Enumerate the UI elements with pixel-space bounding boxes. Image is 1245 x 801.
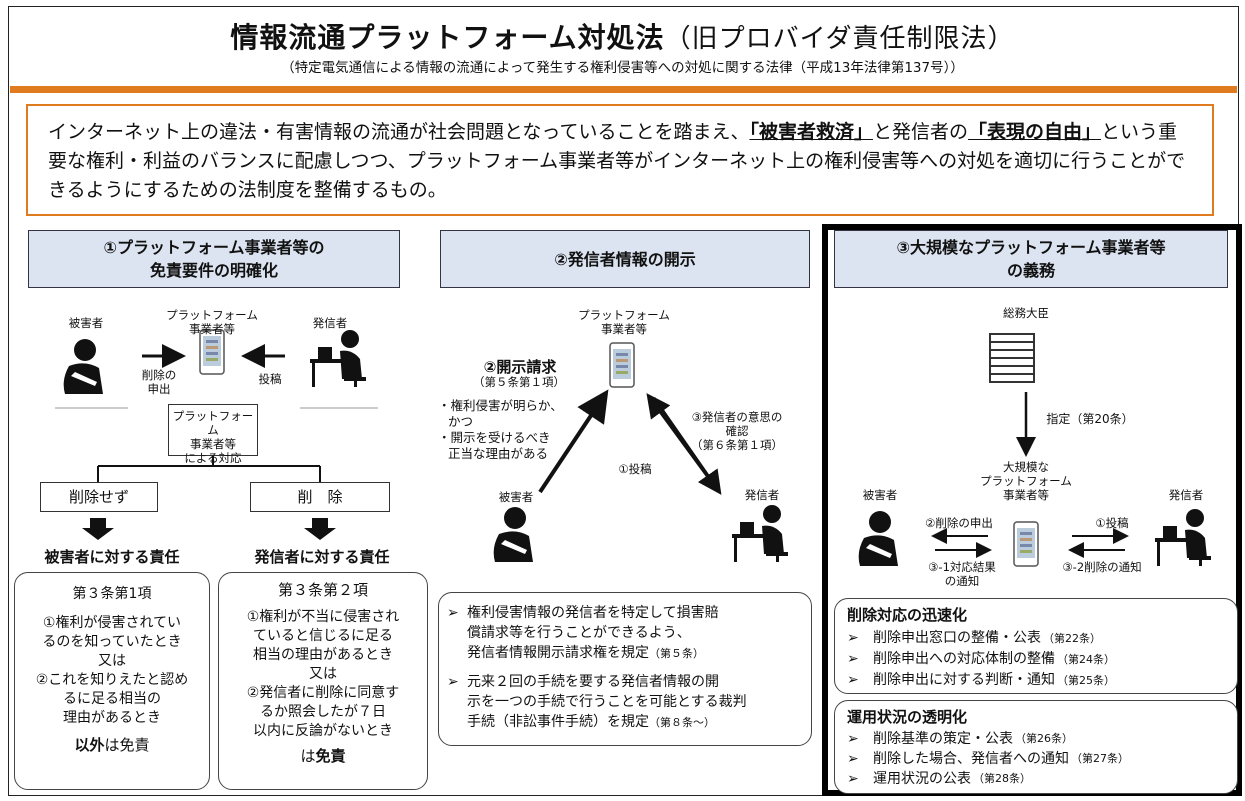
disclosure-request: ②開示請求 <box>483 358 557 376</box>
art31-line: るに足る相当の <box>63 691 161 707</box>
liability-sender: 発信者に対する責任 <box>254 548 390 566</box>
victim-figure-1 <box>63 339 104 394</box>
platform-label-2: プラットフォーム事業者等 <box>578 308 670 336</box>
building-icon <box>989 333 1035 383</box>
intro-text-1: インターネット上の違法・有害情報の流通が社会問題となっていることを踏まえ、 <box>48 121 750 143</box>
intro-victim-relief: 「被害者救済」 <box>749 121 873 143</box>
victim-label-1: 被害者 <box>68 316 104 330</box>
art32-line: 相当の理由があるとき <box>253 647 393 663</box>
art32-line: 以内に反論がないとき <box>253 723 393 739</box>
bullet-item: ➢元来２回の手続を要する発信者情報の開示を一つの手続で行うことを可能とする裁判手… <box>447 674 747 730</box>
art32-line: 又は <box>309 666 337 682</box>
art31-line: ①権利が侵害されてい <box>42 615 182 631</box>
page-subtitle: （特定電気通信による情報の流通によって発生する権利侵害等への対処に関する法律（平… <box>281 60 964 76</box>
speed-item: ➢削除申出に対する判断・通知（第25条） <box>847 672 1115 688</box>
section1-heading-line2: 免責要件の明確化 <box>149 261 278 280</box>
intro-freedom-expression: 「表現の自由」 <box>968 121 1102 143</box>
disclosure-ref: （第５条第１項） <box>473 375 565 389</box>
platform-phone-2 <box>609 342 635 388</box>
speed-up-title: 削除対応の迅速化 <box>847 606 968 624</box>
orange-rule <box>10 86 1237 93</box>
trans-item: ➢運用状況の公表（第28条） <box>847 771 1031 787</box>
sender-figure-2 <box>732 505 788 562</box>
article-3-2-title: 第３条第２項 <box>277 581 368 599</box>
disclosure-bullets: ➢権利侵害情報の発信者を特定して損害賠償請求等を行うことができるよう、発信者情報… <box>438 592 812 746</box>
sender-figure-1 <box>310 330 366 387</box>
bullet-item: ➢権利侵害情報の発信者を特定して損害賠償請求等を行うことができるよう、発信者情報… <box>447 605 719 661</box>
article-3-2-box: 第３条第２項 ①権利が不当に侵害され ていると信じるに足る 相当の理由があるとき… <box>218 572 428 790</box>
delete-request-3: ②削除の申出 <box>925 516 993 530</box>
intro-box: インターネット上の違法・有害情報の流通が社会問題となっていることを踏まえ、「被害… <box>26 104 1214 216</box>
article-3-1-box: 第３条第1項 ①権利が侵害されてい るのを知っていたとき 又は ②これを知りえた… <box>14 572 210 790</box>
art31-exemption: 以外は免責 <box>74 736 150 754</box>
section1-heading-line1: ①プラットフォーム事業者等の <box>103 238 325 257</box>
sender-label-3: 発信者 <box>1168 488 1204 502</box>
section3-heading-line2: の義務 <box>1006 261 1055 280</box>
minister-label: 総務大臣 <box>1003 306 1049 320</box>
platform-label-1: プラットフォーム事業者等 <box>166 308 258 336</box>
art31-line: 理由があるとき <box>63 710 161 726</box>
result-notice: ③-1対応結果の通知 <box>928 560 996 588</box>
victim-label-2: 被害者 <box>498 490 534 504</box>
delete-box: 削 除 <box>250 482 390 512</box>
trans-item: ➢削除した場合、発信者への通知（第27条） <box>847 751 1129 767</box>
art32-line: ていると信じるに足る <box>253 628 393 644</box>
intro-text-2: と発信者の <box>873 121 969 143</box>
art31-line: ②これを知りえたと認め <box>35 672 189 688</box>
section1-heading: ①プラットフォーム事業者等の免責要件の明確化 <box>28 230 400 288</box>
sender-label-1: 発信者 <box>312 316 348 330</box>
sender-intent-confirm: ③発信者の意思の確認（第６条第１項） <box>691 410 783 452</box>
transparency-box: 運用状況の透明化 ➢削除基準の策定・公表（第26条） ➢削除した場合、発信者への… <box>834 700 1238 794</box>
victim-figure-2 <box>493 507 533 562</box>
art32-line: るか照会したが７日 <box>260 704 386 720</box>
disclosure-conditions: ・権利侵害が明らか、かつ・開示を受けるべき正当な理由がある <box>438 398 563 461</box>
liability-victim: 被害者に対する責任 <box>44 548 180 566</box>
transparency-title: 運用状況の透明化 <box>847 708 968 726</box>
art31-line: 又は <box>98 653 126 669</box>
designation-label: 指定（第20条） <box>1046 412 1134 426</box>
article-3-1-title: 第３条第1項 <box>72 586 152 602</box>
page-title: 情報流通プラットフォーム対処法（旧プロバイダ責任制限法） <box>230 21 1015 54</box>
section3-heading-line1: ③大規模なプラットフォーム事業者等 <box>896 238 1166 257</box>
art32-exemption: は免責 <box>300 747 346 765</box>
trans-item: ➢削除基準の策定・公表（第26条） <box>847 731 1073 747</box>
platform-response-box: プラットフォーム事業者等による対応 <box>168 404 258 465</box>
post-label-1: 投稿 <box>258 372 282 386</box>
intro-text-3: という重要な権利・利益のバランスに配慮しつつ、プラットフォーム事業者等がインター… <box>48 121 1186 201</box>
section3-heading: ③大規模なプラットフォーム事業者等の義務 <box>834 230 1228 288</box>
post-label-2: ①投稿 <box>618 462 652 476</box>
speed-up-box: 削除対応の迅速化 ➢削除申出窓口の整備・公表（第22条） ➢削除申出への対応体制… <box>834 598 1238 694</box>
platform-phone-1 <box>199 329 225 375</box>
speed-item: ➢削除申出への対応体制の整備（第24条） <box>847 651 1115 667</box>
art31-line: るのを知っていたとき <box>42 634 182 650</box>
art32-line: ①権利が不当に侵害され <box>246 609 400 625</box>
art32-line: ②発信者に削除に同意す <box>246 685 400 701</box>
section2-heading: ②発信者情報の開示 <box>440 230 810 288</box>
speed-item: ➢削除申出窓口の整備・公表（第22条） <box>847 630 1101 646</box>
large-platform-label: 大規模なプラットフォーム事業者等 <box>980 460 1072 502</box>
delete-request-label: 削除の申出 <box>141 368 177 396</box>
delete-notice: ③-2削除の通知 <box>1062 560 1142 574</box>
sender-label-2: 発信者 <box>744 488 780 502</box>
page-title-old: （旧プロバイダ責任制限法） <box>664 24 1015 54</box>
victim-label-3: 被害者 <box>862 488 898 502</box>
post-label-3: ①投稿 <box>1095 516 1129 530</box>
no-delete-box: 削除せず <box>40 482 158 512</box>
